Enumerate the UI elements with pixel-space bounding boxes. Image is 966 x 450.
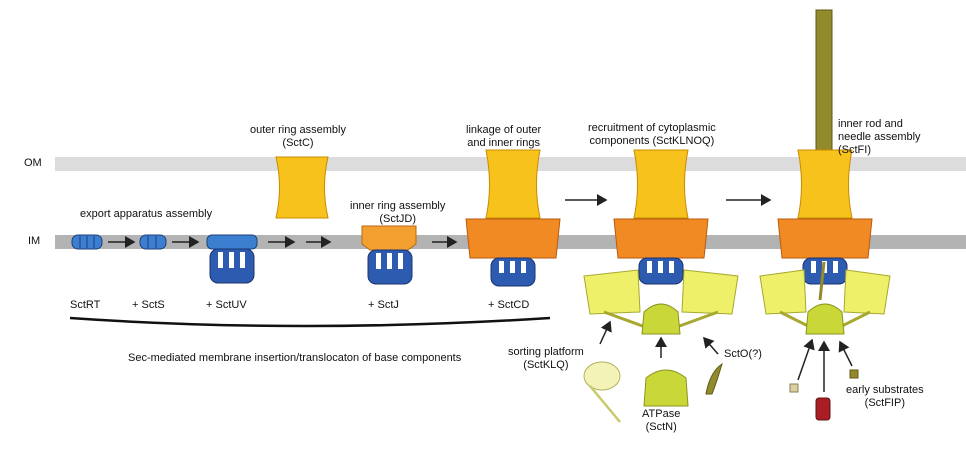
early-substrate-small-2	[849, 369, 859, 379]
step-label-sctcd: + SctCD	[488, 299, 530, 311]
step-label-sctj: + SctJ	[368, 299, 399, 311]
step-label-sctuv: + SctUV	[206, 299, 247, 311]
export-stage-label: export apparatus assembly	[80, 208, 213, 220]
early-substrates-label: early substrates(SctFIP)	[846, 384, 924, 409]
arrow-sorting	[599, 320, 612, 345]
inner-ring-stage-label: inner ring assembly(SctJD)	[350, 200, 446, 225]
export-apparatus-sctrt	[71, 234, 103, 250]
outer-ring-stage-label: outer ring assembly(SctC)	[250, 124, 346, 149]
sorting-platform-sctklq	[583, 361, 621, 423]
atpase-label: ATPase(SctN)	[642, 408, 681, 433]
injectisome-complex	[759, 9, 891, 335]
scto-label: SctO(?)	[724, 348, 762, 360]
atpase-sctn	[643, 369, 689, 407]
im-label: IM	[28, 235, 41, 247]
step-label-sctrt: SctRT	[70, 299, 101, 311]
arrow-substrate-1	[797, 338, 815, 381]
base-note: Sec-mediated membrane insertion/transloc…	[128, 352, 462, 364]
linked-complex	[465, 149, 561, 287]
recruited-complex	[583, 149, 739, 335]
om-label: OM	[24, 157, 42, 169]
early-substrate-small-1	[789, 383, 799, 393]
scto-protein	[705, 362, 723, 395]
sorting-platform-label: sorting platform(SctKLQ)	[508, 346, 584, 371]
base-bracket	[69, 316, 551, 328]
step-label-scts: + SctS	[132, 299, 165, 311]
export-apparatus-scts	[139, 234, 167, 250]
outer-ring-sctc	[275, 156, 329, 219]
inner-ring-sctjd	[361, 225, 417, 285]
arrow-scto	[703, 336, 719, 355]
early-substrate-red	[815, 397, 831, 421]
arrow-substrate-3	[838, 340, 853, 367]
export-apparatus-sctuv	[206, 234, 258, 284]
